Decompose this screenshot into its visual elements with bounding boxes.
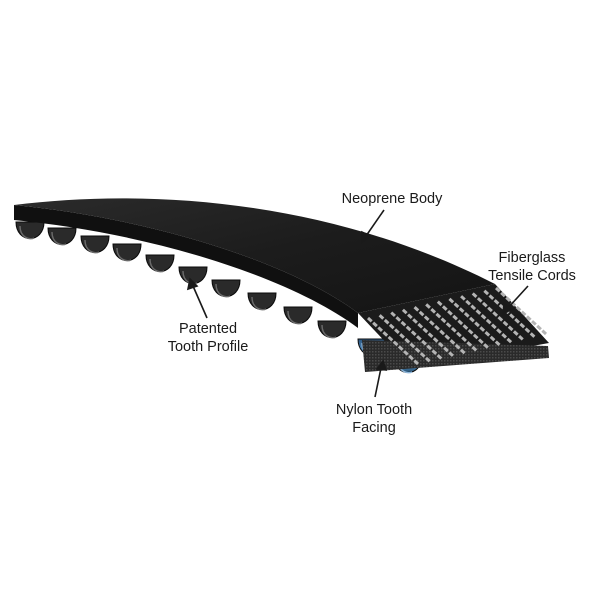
callout-tooth-profile-line1: Patented <box>178 321 238 337</box>
leader-tensile-cords <box>507 285 529 309</box>
tensile-cord <box>413 305 466 355</box>
tensile-cord <box>494 286 548 336</box>
arrowhead-tooth-profile <box>186 277 199 291</box>
tensile-cord <box>401 308 454 357</box>
callout-neoprene-body: Neoprene Body <box>322 190 462 208</box>
tooth-mesh-underside <box>362 340 549 372</box>
tooth-highlight <box>116 247 132 262</box>
callout-tooth-facing-line2: Facing <box>352 420 396 436</box>
leader-tooth-facing <box>374 367 382 398</box>
callout-tooth-facing-line1: Nylon Tooth <box>335 402 413 418</box>
arrowhead-tensile-cords <box>502 302 514 316</box>
leader-lines <box>186 209 529 398</box>
tensile-cord <box>378 314 431 363</box>
callout-neoprene-body-line1: Neoprene Body <box>341 191 443 207</box>
tooth-highlight <box>215 283 231 298</box>
arrowhead-tooth-facing <box>375 359 388 371</box>
tooth-highlight <box>149 258 165 273</box>
callout-tooth-profile-line2: Tooth Profile <box>167 339 249 355</box>
tensile-cord <box>436 300 489 349</box>
callout-tensile-cords-line2: Tensile Cords <box>488 268 576 284</box>
callout-tooth-profile: Patented Tooth Profile <box>146 320 270 356</box>
tensile-cord <box>425 303 478 352</box>
tooth-highlight <box>84 239 100 254</box>
tensile-cord <box>460 295 513 344</box>
leader-tooth-profile <box>192 285 208 319</box>
tensile-cord <box>448 297 501 347</box>
tensile-cord <box>471 292 524 341</box>
tensile-cord <box>366 316 420 366</box>
arrowhead-neoprene-body <box>361 230 372 244</box>
callout-tensile-cords: Fiberglass Tensile Cords <box>470 249 594 285</box>
tensile-cord <box>483 289 536 338</box>
neoprene-body <box>14 198 495 313</box>
tooth-highlight <box>251 296 267 311</box>
tooth-highlight <box>287 310 303 325</box>
tensile-cords <box>366 286 548 366</box>
belt-cross-section <box>358 284 549 372</box>
tooth-highlight <box>19 225 35 240</box>
tooth-highlight <box>321 324 337 339</box>
callout-tooth-facing: Nylon Tooth Facing <box>312 401 436 437</box>
leader-neoprene-body <box>365 209 385 237</box>
tooth-highlight <box>51 231 67 246</box>
tooth-highlight <box>182 270 198 285</box>
callout-tensile-cords-line1: Fiberglass <box>498 250 566 266</box>
belt-side-face <box>14 205 358 328</box>
tensile-cord <box>390 311 443 360</box>
